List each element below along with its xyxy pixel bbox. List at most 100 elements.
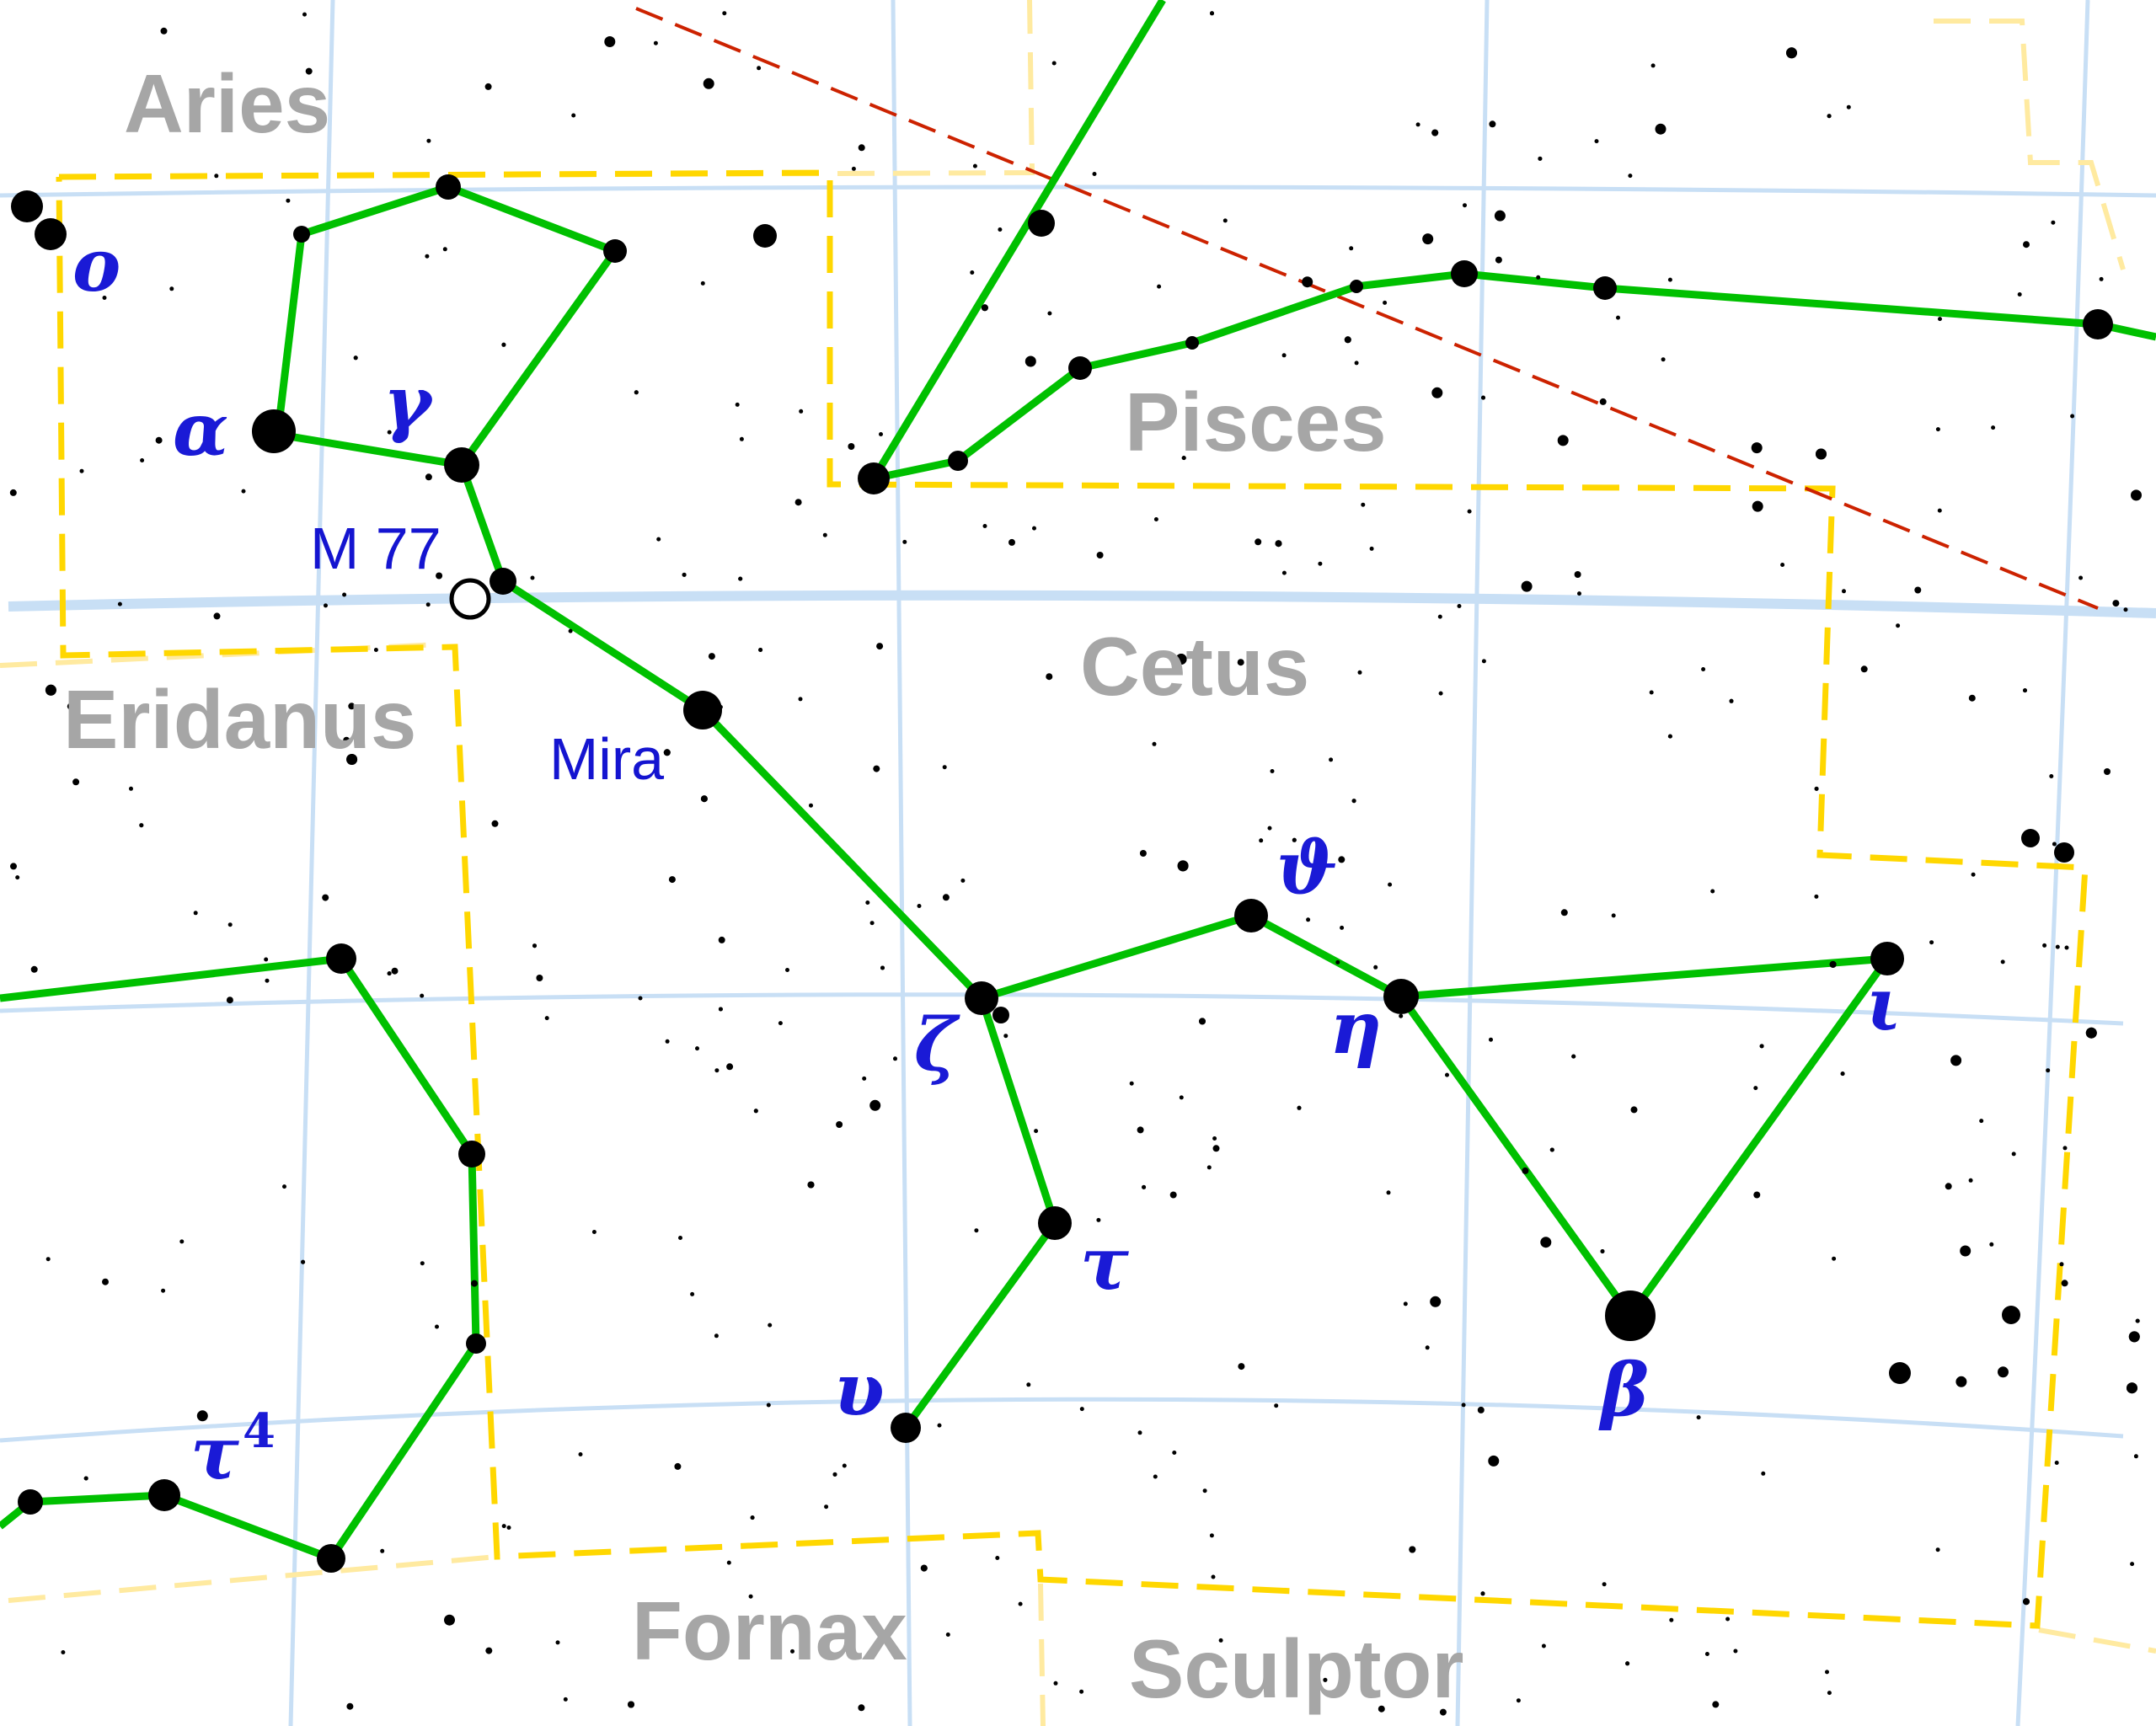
faint-star bbox=[785, 968, 789, 972]
faint-star bbox=[1431, 129, 1439, 136]
faint-star bbox=[2064, 945, 2069, 950]
pisces-line bbox=[870, 0, 1166, 481]
eridanus-line bbox=[163, 1491, 333, 1563]
faint-star bbox=[161, 1288, 166, 1293]
boundary-cetus-west bbox=[56, 169, 2089, 1629]
faint-star bbox=[1522, 1167, 1529, 1174]
faint-star bbox=[1649, 690, 1654, 695]
faint-star bbox=[1599, 398, 1607, 405]
star-pisces bbox=[948, 451, 968, 471]
constellation-lines bbox=[0, 0, 2156, 1563]
faint-star bbox=[824, 1504, 829, 1510]
star-pisces-edge bbox=[2054, 842, 2074, 863]
faint-star bbox=[1288, 1643, 1293, 1648]
faint-star bbox=[1306, 917, 1311, 922]
faint-star bbox=[748, 1594, 753, 1599]
faint-star bbox=[1318, 561, 1323, 566]
faint-star bbox=[893, 1056, 897, 1061]
cetus-line bbox=[274, 233, 306, 432]
star-pisces bbox=[2083, 309, 2113, 339]
faint-star bbox=[1602, 1582, 1607, 1587]
faint-star bbox=[836, 1121, 843, 1128]
faint-star bbox=[501, 1524, 506, 1529]
faint-star bbox=[30, 965, 38, 973]
faint-star bbox=[155, 436, 163, 444]
faint-star bbox=[302, 12, 307, 17]
faint-star bbox=[1751, 442, 1763, 454]
faint-star bbox=[1669, 1617, 1674, 1622]
faint-star bbox=[1259, 838, 1264, 843]
faint-star bbox=[1577, 591, 1581, 596]
faint-star bbox=[2017, 292, 2022, 297]
faint-star bbox=[862, 1076, 867, 1081]
star-head bbox=[603, 239, 627, 263]
faint-star bbox=[1571, 1054, 1576, 1059]
star-pisces bbox=[1185, 336, 1199, 350]
cetus-line bbox=[1249, 912, 1404, 1000]
faint-star bbox=[1323, 1677, 1328, 1682]
constellation-label-sculptor: Sculptor bbox=[1129, 1622, 1463, 1715]
faint-star bbox=[1373, 965, 1378, 970]
faint-star bbox=[1222, 218, 1228, 223]
faint-star bbox=[1896, 623, 1901, 628]
star-pisces bbox=[1068, 356, 1092, 380]
faint-star bbox=[718, 936, 725, 943]
faint-star bbox=[1461, 1403, 1466, 1408]
faint-star bbox=[995, 1556, 1000, 1560]
faint-star bbox=[139, 823, 144, 828]
faint-star bbox=[501, 342, 506, 347]
faint-star bbox=[920, 1564, 928, 1572]
faint-star bbox=[735, 402, 740, 407]
faint-star bbox=[1032, 526, 1036, 531]
grid-line-dec-middle bbox=[0, 992, 2124, 1026]
faint-star bbox=[264, 957, 269, 962]
faint-star bbox=[1786, 47, 1797, 59]
faint-star bbox=[2128, 1331, 2140, 1343]
faint-star bbox=[1361, 502, 1366, 507]
faint-star bbox=[695, 1046, 699, 1051]
faint-star bbox=[1488, 1455, 1500, 1467]
faint-star bbox=[1351, 799, 1356, 804]
faint-star bbox=[9, 489, 17, 496]
faint-star bbox=[1929, 940, 1934, 945]
faint-star bbox=[1696, 1415, 1701, 1420]
faint-star bbox=[2023, 688, 2027, 693]
star-label-gamma: γ bbox=[383, 361, 435, 446]
faint-star bbox=[750, 1515, 755, 1520]
faint-star bbox=[348, 703, 356, 710]
faint-star bbox=[974, 1228, 979, 1233]
galaxy-m77-icon bbox=[449, 578, 491, 620]
faint-star bbox=[1814, 786, 1819, 791]
faint-star bbox=[442, 247, 447, 252]
faint-star bbox=[2059, 1262, 2064, 1267]
faint-star bbox=[1998, 1366, 2009, 1378]
faint-star bbox=[2023, 1598, 2030, 1606]
star-label-alpha: α bbox=[173, 387, 228, 473]
star-delta bbox=[490, 568, 516, 595]
faint-star bbox=[1540, 1237, 1552, 1248]
faint-star bbox=[807, 1181, 815, 1189]
cetus-line bbox=[300, 183, 450, 238]
star-pisces bbox=[1350, 280, 1363, 293]
faint-star bbox=[1842, 589, 1846, 594]
faint-star bbox=[391, 967, 399, 975]
star-mira bbox=[683, 691, 722, 729]
label-mira: Mira bbox=[549, 726, 664, 792]
faint-star bbox=[848, 443, 855, 450]
faint-star bbox=[1860, 665, 1868, 673]
star-pisces bbox=[858, 462, 890, 494]
faint-star bbox=[1968, 1178, 1973, 1183]
faint-star bbox=[2051, 220, 2056, 225]
faint-star bbox=[129, 786, 133, 791]
faint-star bbox=[722, 11, 727, 16]
pisces-line bbox=[1079, 339, 1193, 372]
faint-star bbox=[1238, 1363, 1245, 1371]
cetus-line bbox=[1627, 956, 1891, 1318]
star-eridanus bbox=[18, 1489, 43, 1515]
faint-star bbox=[858, 1704, 865, 1712]
faint-star bbox=[568, 628, 573, 633]
faint-star bbox=[484, 83, 492, 90]
faint-star bbox=[1142, 1184, 1147, 1189]
faint-star bbox=[1481, 659, 1486, 664]
boundary-sculptor-faint-2 bbox=[2038, 1627, 2156, 1654]
